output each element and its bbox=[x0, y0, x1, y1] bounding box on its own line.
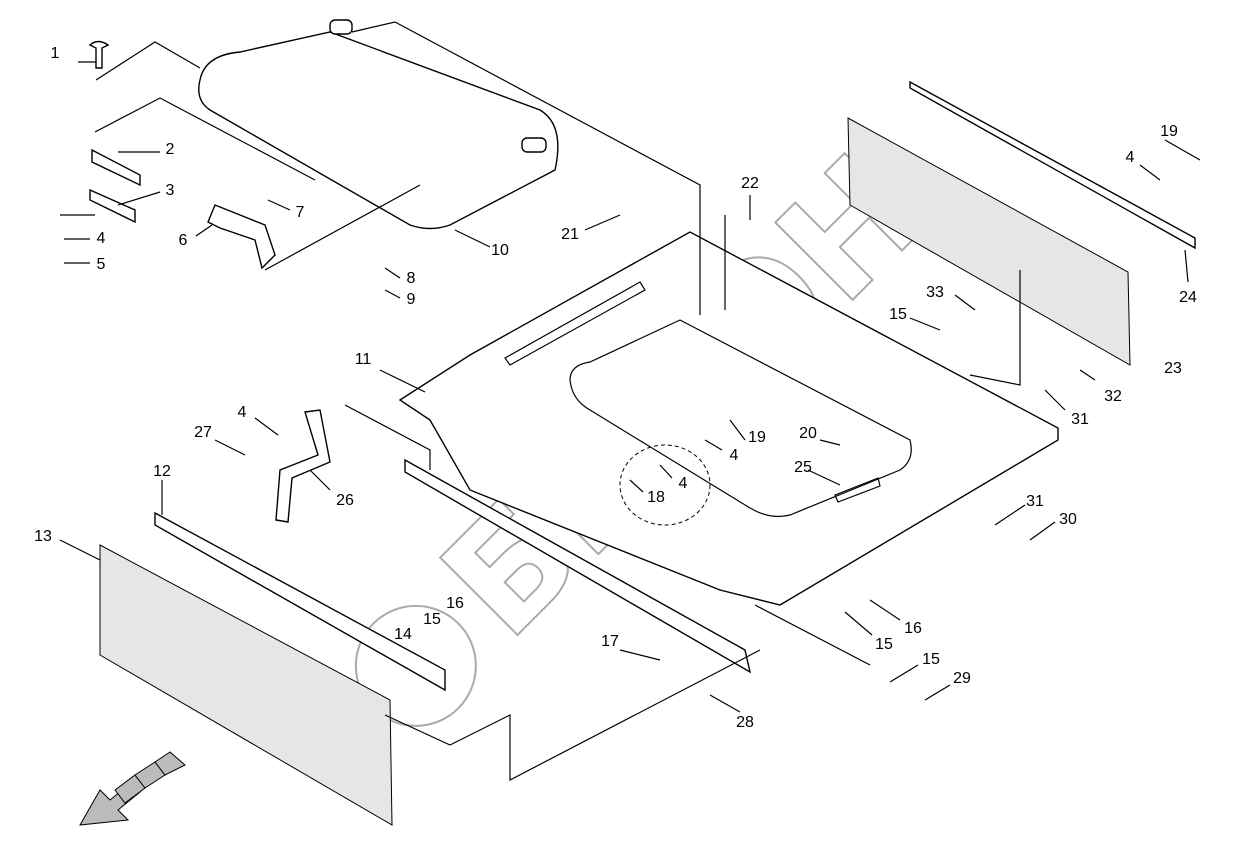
callout: 13 bbox=[34, 528, 52, 545]
top-cover-part bbox=[198, 31, 559, 230]
bumper-strip-part bbox=[154, 511, 446, 692]
bracket-26-part bbox=[275, 409, 331, 523]
right-strip-part bbox=[909, 80, 1196, 250]
callout: 31 bbox=[1071, 411, 1089, 428]
callout: 17 bbox=[601, 633, 619, 650]
label-plate-25 bbox=[834, 477, 881, 503]
callout: 11 bbox=[355, 351, 372, 368]
callout: 29 bbox=[953, 670, 971, 687]
callout: 1 bbox=[51, 45, 60, 62]
floor-opening bbox=[569, 319, 912, 518]
callout: 25 bbox=[794, 459, 812, 476]
callout: 4 bbox=[679, 475, 688, 492]
callout: 12 bbox=[153, 463, 171, 480]
callout: 9 bbox=[407, 291, 416, 308]
callout: 6 bbox=[179, 232, 188, 249]
callout-labels: 1 2 3 4 5 6 7 8 9 10 22 21 19 4 24 33 15… bbox=[34, 45, 1197, 731]
bracket-3-part bbox=[89, 188, 136, 224]
callout: 4 bbox=[238, 404, 247, 421]
detail-highlight bbox=[619, 444, 711, 526]
handle-6-part bbox=[207, 204, 276, 270]
callout: 15 bbox=[423, 611, 441, 628]
bracket-2-part bbox=[91, 148, 141, 187]
callout: 31 bbox=[1026, 493, 1044, 510]
callout: 8 bbox=[407, 270, 416, 287]
cover-bracket-right bbox=[521, 137, 547, 153]
callout: 27 bbox=[194, 424, 212, 441]
callout: 28 bbox=[736, 714, 754, 731]
callout: 19 bbox=[1160, 123, 1178, 140]
callout: 22 bbox=[741, 175, 759, 192]
floor-panel-part bbox=[398, 231, 1059, 606]
callout: 19 bbox=[748, 429, 766, 446]
cover-bracket-top bbox=[329, 19, 353, 35]
callout: 15 bbox=[875, 636, 893, 653]
callout: 7 bbox=[296, 204, 305, 221]
callout: 15 bbox=[889, 306, 907, 323]
callout: 32 bbox=[1104, 388, 1122, 405]
callout: 16 bbox=[446, 595, 464, 612]
front-direction-arrow-icon bbox=[79, 751, 186, 826]
side-rail-part bbox=[404, 458, 752, 674]
right-panel-part bbox=[847, 117, 1131, 366]
callout: 26 bbox=[336, 492, 354, 509]
callout: 20 bbox=[799, 425, 817, 442]
callout: 10 bbox=[491, 242, 509, 259]
callout: 4 bbox=[1126, 149, 1135, 166]
callout: 3 bbox=[166, 182, 175, 199]
callout: 18 bbox=[647, 489, 665, 506]
bumper-panel-part bbox=[99, 544, 393, 826]
callout: 33 bbox=[926, 284, 944, 301]
callout: 4 bbox=[97, 230, 106, 247]
callout: 5 bbox=[97, 256, 106, 273]
callout: 14 bbox=[394, 626, 412, 643]
callout: 2 bbox=[166, 141, 175, 158]
callout: 16 bbox=[904, 620, 922, 637]
callout: 15 bbox=[922, 651, 940, 668]
leader-lines bbox=[59, 21, 1201, 781]
bolt-1-icon bbox=[88, 40, 110, 69]
callout: 30 bbox=[1059, 511, 1077, 528]
floor-slot bbox=[504, 281, 646, 366]
callout: 24 bbox=[1179, 289, 1197, 306]
callout: 4 bbox=[730, 447, 739, 464]
callout: 21 bbox=[561, 226, 579, 243]
callout: 23 bbox=[1164, 360, 1182, 377]
